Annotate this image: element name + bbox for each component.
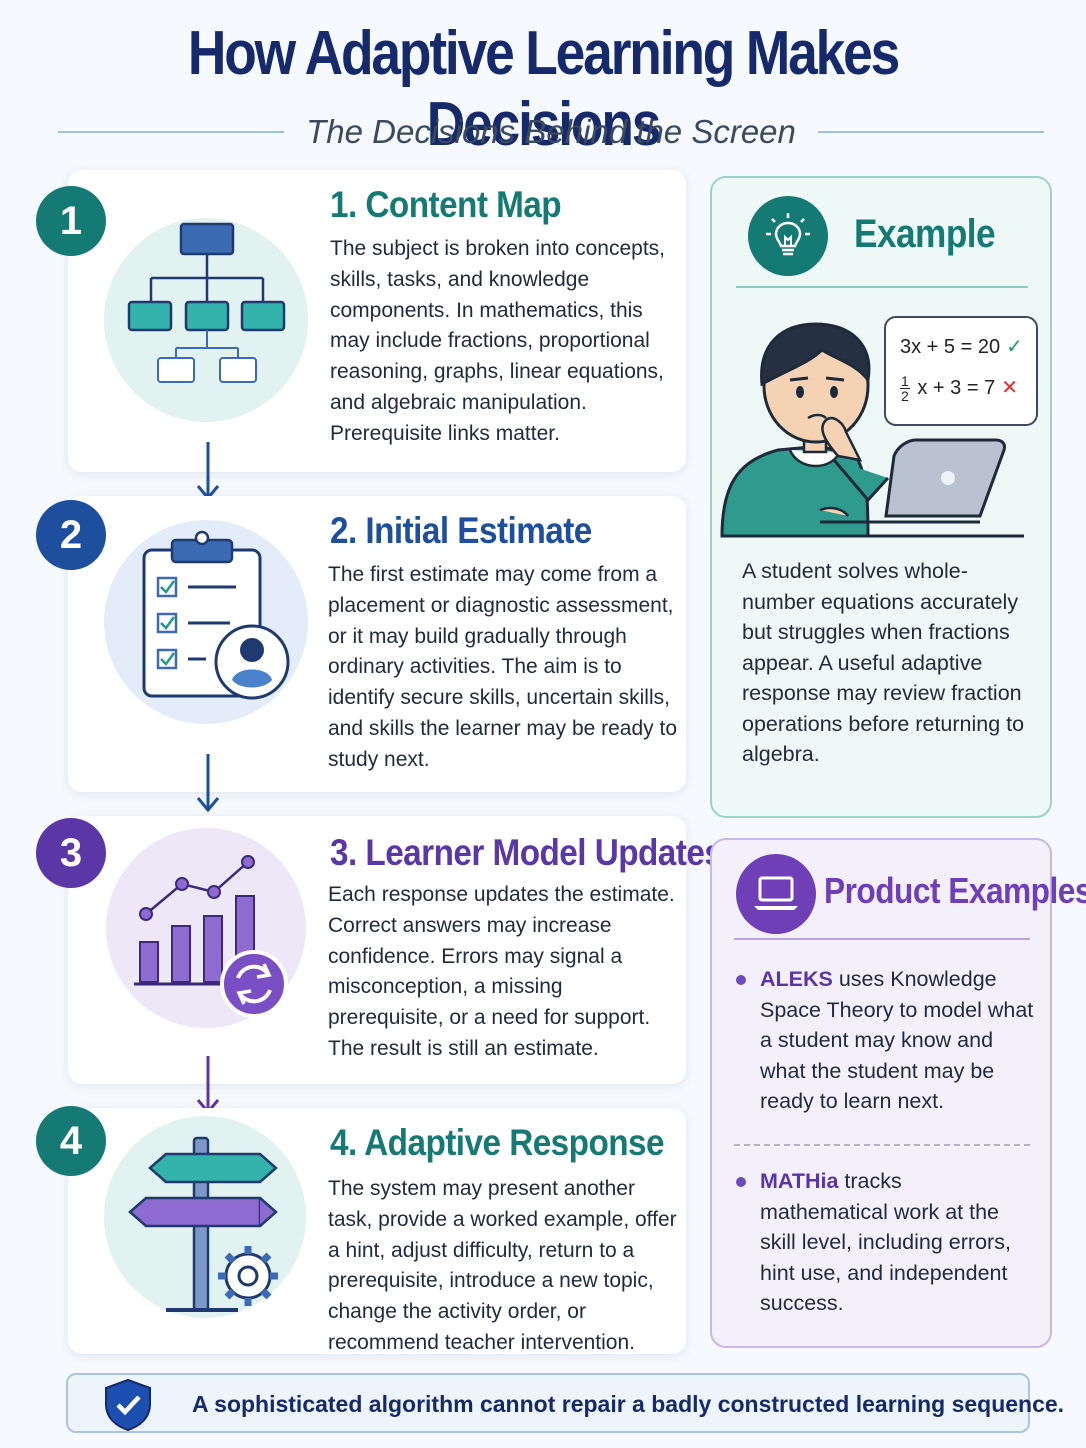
- down-arrow-icon: [196, 442, 220, 501]
- bullet-icon: [736, 975, 746, 985]
- step-title: 1. Content Map: [330, 184, 562, 225]
- example-description: A student solves whole-number equations …: [742, 559, 1025, 766]
- page-subtitle: The Decisions Behind the Screen: [306, 113, 796, 150]
- product-examples-card: Product Examples ALEKS uses Knowledge Sp…: [710, 838, 1086, 1348]
- product-item-mathia: MATHia tracks mathematical work at the s…: [734, 1166, 1034, 1319]
- bullet-icon: [736, 1177, 746, 1187]
- example-title: Example: [854, 212, 996, 256]
- hierarchy-diagram-icon: [127, 222, 286, 383]
- step-card-content-map: 1. Content Map The subject is broken int…: [68, 170, 686, 472]
- step-card-initial-estimate: 2. Initial Estimate The first estimate m…: [68, 496, 686, 792]
- student-laptop-illustration: [720, 322, 1024, 538]
- step-number-badge: 4: [36, 1106, 106, 1176]
- page-title: How Adaptive Learning Makes Decisions: [187, 19, 900, 159]
- step-body: The system may present another task, pro…: [328, 1177, 677, 1354]
- product-name: ALEKS: [760, 967, 833, 991]
- step-card-learner-model: 3. Learner Model Updates Each response u…: [68, 816, 723, 1084]
- equation-text: 3x + 5 = 20: [900, 336, 1001, 358]
- chart-refresh-icon: [134, 855, 288, 1018]
- shield-check-icon: [105, 1378, 151, 1432]
- laptop-icon: [736, 854, 816, 934]
- check-mark-icon: ✓: [1006, 336, 1023, 358]
- subtitle-row: The Decisions Behind the Screen: [58, 112, 1044, 152]
- product-name: MATHia: [760, 1169, 839, 1193]
- equation-correct: 3x + 5 = 20✓: [900, 334, 1023, 359]
- clipboard-checklist-icon: [142, 530, 290, 700]
- example-divider: [736, 286, 1028, 288]
- equation-text: x + 3 = 7: [917, 376, 996, 399]
- fraction-numerator: 1: [900, 373, 910, 389]
- step-body: The first estimate may come from a place…: [328, 563, 678, 771]
- subtitle-divider-left: [58, 131, 285, 133]
- step-title: 2. Initial Estimate: [330, 510, 592, 551]
- product-divider-dashed: [734, 1144, 1030, 1146]
- product-examples-title: Product Examples: [824, 870, 1086, 911]
- step-number-badge: 1: [36, 186, 106, 256]
- step-body: The subject is broken into concepts, ski…: [330, 237, 666, 445]
- step-number-badge: 3: [36, 818, 106, 888]
- product-description: tracks mathematical work at the skill le…: [760, 1169, 1011, 1315]
- product-examples-divider: [734, 938, 1030, 940]
- step-body: Each response updates the estimate. Corr…: [328, 883, 675, 1060]
- step-number-badge: 2: [36, 500, 106, 570]
- signpost-gear-icon: [128, 1136, 278, 1312]
- cross-mark-icon: ✕: [1001, 376, 1018, 399]
- product-description: uses Knowledge Space Theory to model wha…: [760, 967, 1034, 1113]
- fraction-denominator: 2: [901, 388, 909, 404]
- lightbulb-icon: [748, 196, 828, 276]
- footer-callout: A sophisticated algorithm cannot repair …: [66, 1373, 1064, 1433]
- step-card-adaptive-response: 4. Adaptive Response The system may pres…: [68, 1108, 686, 1354]
- step-title: 3. Learner Model Updates: [330, 832, 723, 873]
- footer-text: A sophisticated algorithm cannot repair …: [192, 1391, 1065, 1417]
- subtitle-divider-right: [817, 131, 1044, 133]
- step-title: 4. Adaptive Response: [330, 1122, 665, 1163]
- product-item-aleks: ALEKS uses Knowledge Space Theory to mod…: [734, 964, 1034, 1117]
- down-arrow-icon: [196, 1056, 220, 1115]
- down-arrow-icon: [196, 754, 220, 813]
